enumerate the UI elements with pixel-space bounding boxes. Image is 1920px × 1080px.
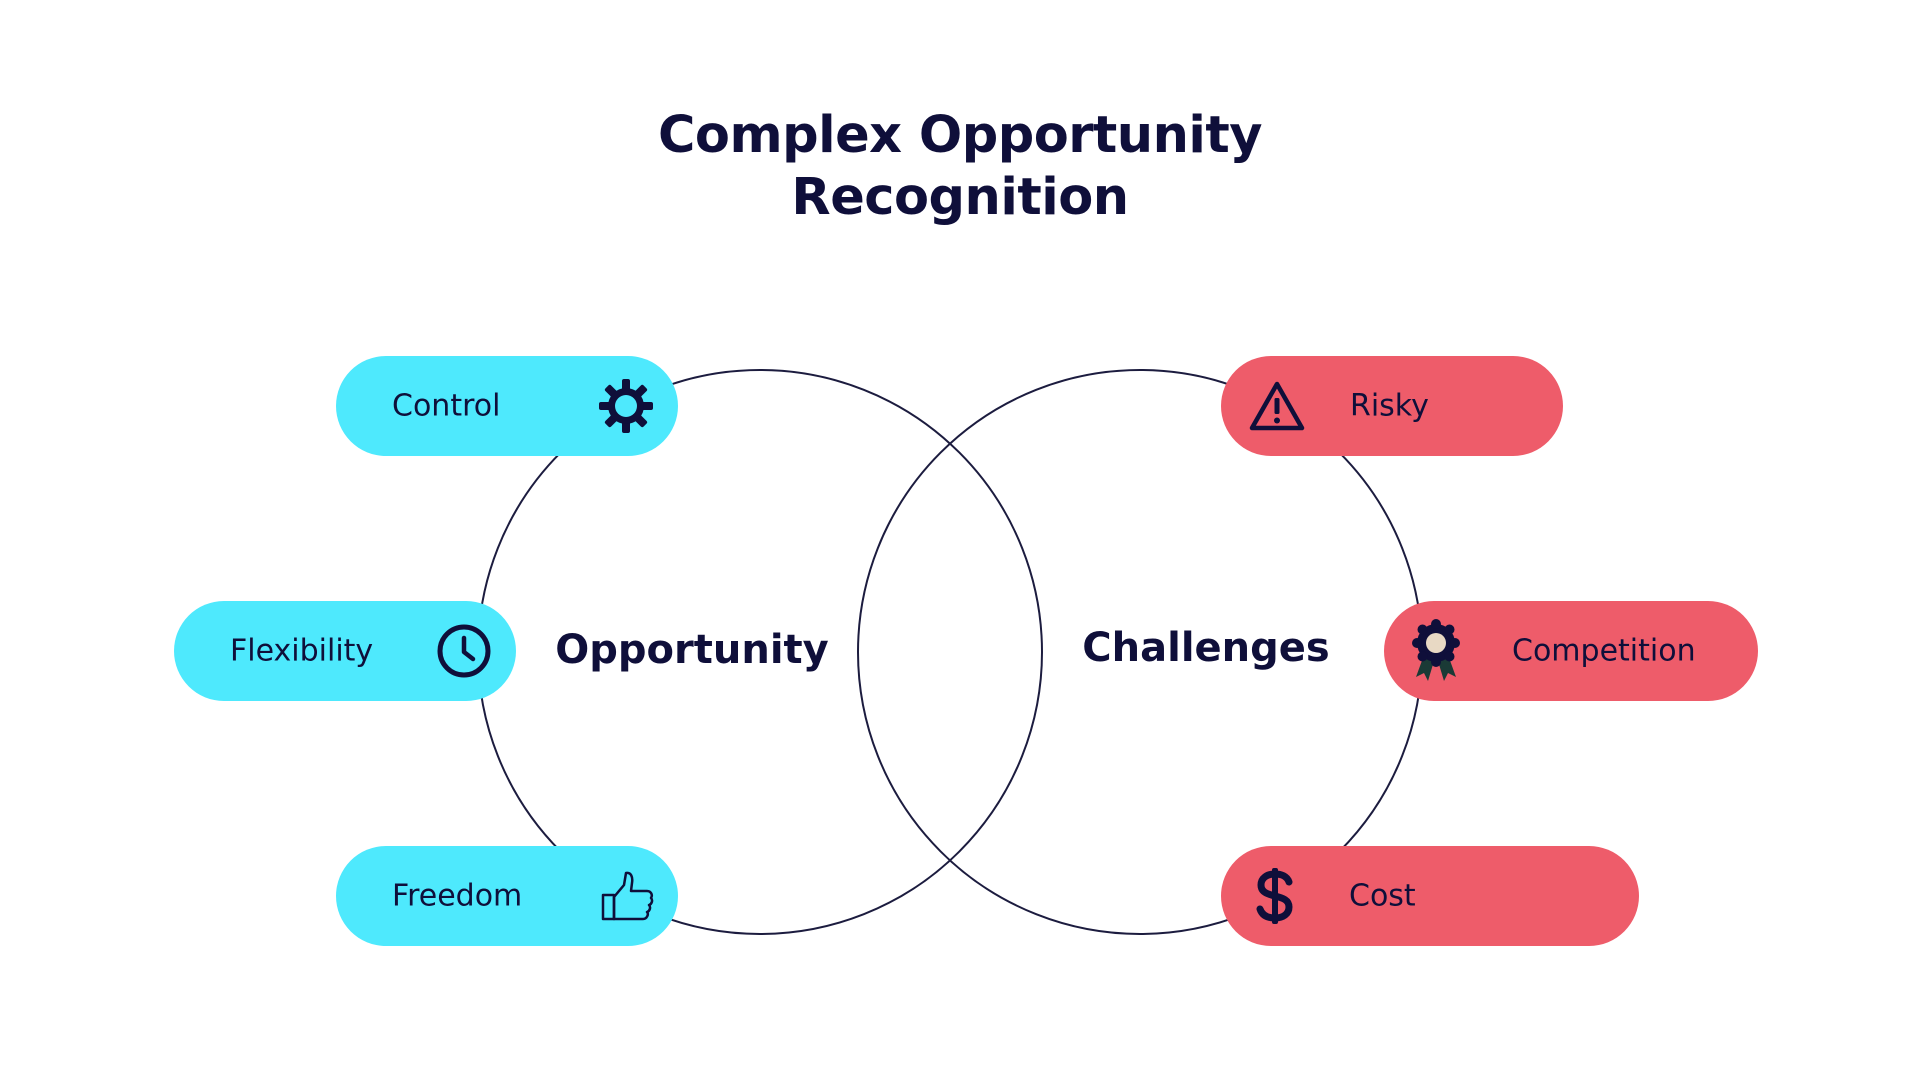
warning-icon	[1249, 381, 1305, 431]
opportunity-item-label: Flexibility	[230, 633, 374, 669]
opportunity-item-label: Control	[392, 388, 501, 424]
opportunity-item-control: Control	[336, 356, 678, 456]
challenges-circle-label: Challenges	[1082, 625, 1330, 671]
title-line-1: Complex Opportunity	[658, 106, 1263, 165]
opportunity-item-freedom: Freedom	[336, 846, 678, 946]
challenge-item-label: Risky	[1350, 388, 1429, 424]
challenge-item-cost: Cost	[1221, 846, 1639, 946]
challenge-item-label: Cost	[1349, 878, 1416, 914]
challenge-item-risky: Risky	[1221, 356, 1563, 456]
clock-icon	[437, 624, 491, 678]
opportunity-item-flexibility: Flexibility	[174, 601, 516, 701]
title-line-2: Recognition	[791, 168, 1129, 227]
award-ribbon-icon	[1412, 619, 1460, 681]
opportunity-item-label: Freedom	[392, 878, 523, 914]
page-title: Complex Opportunity Recognition	[0, 105, 1920, 229]
challenge-item-label: Competition	[1512, 633, 1696, 669]
dollar-icon	[1256, 868, 1293, 924]
challenge-item-competition: Competition	[1384, 601, 1758, 701]
opportunity-circle-label: Opportunity	[555, 627, 829, 673]
thumbs-up-icon	[601, 871, 654, 921]
gear-icon	[599, 379, 653, 433]
